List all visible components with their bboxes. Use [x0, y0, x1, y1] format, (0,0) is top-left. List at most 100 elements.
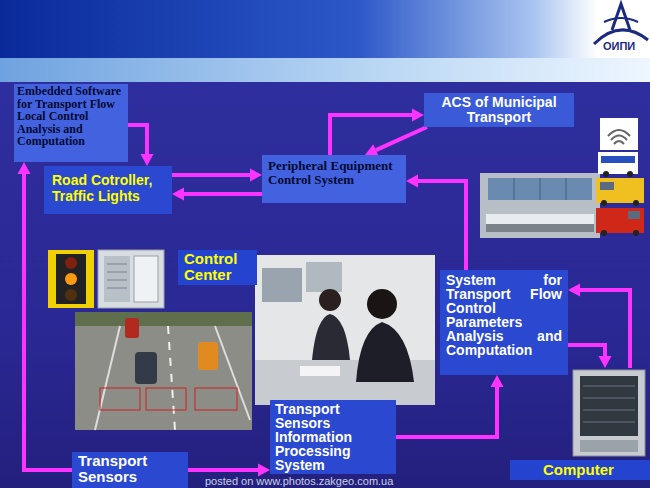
- node-text: Control Center: [184, 251, 251, 283]
- fire-truck-icon: [596, 208, 644, 236]
- ambulance-icon: [600, 182, 614, 190]
- ambulance-icon: [601, 200, 607, 206]
- arrow-head: [172, 188, 184, 201]
- computer-box: Computer: [510, 368, 650, 480]
- road-photo: [135, 352, 157, 384]
- ambulance-icon: [596, 178, 644, 203]
- traffic-light: [56, 254, 86, 304]
- controller-cabinet: [104, 256, 130, 302]
- bus-icon: [601, 156, 635, 163]
- flow-arrow: [365, 127, 427, 156]
- arrow-head: [491, 375, 504, 387]
- node-text: System for Transport Flow Control Parame…: [446, 273, 562, 357]
- office-photo: [312, 314, 350, 360]
- control-room-photo: [488, 178, 592, 200]
- traffic-light: [48, 250, 94, 308]
- office-photo: [300, 366, 340, 376]
- watermark: posted on www.photos.zakgeo.com.ua: [205, 475, 393, 488]
- radio-signal-icon: [600, 118, 638, 150]
- fire-truck-icon: [633, 230, 639, 236]
- arrow-line: [376, 127, 427, 150]
- road-photo: [168, 326, 175, 430]
- acs-box: ACS of Municipal Transport: [424, 93, 574, 127]
- control-room-photo: [486, 224, 594, 232]
- office-photo: [262, 268, 302, 302]
- center-label: Control Center: [178, 250, 257, 285]
- processing-box: Transport Sensors Information Processing…: [270, 400, 396, 474]
- road-photo: [125, 318, 139, 338]
- office-photo: [356, 322, 414, 382]
- radio-signal-icon: [600, 118, 638, 150]
- road-photo: [146, 388, 186, 410]
- arrow-head: [18, 162, 31, 174]
- node-text: ACS of Municipal Transport: [428, 95, 570, 125]
- header-bar: [0, 0, 650, 58]
- node-text: Transport Sensors: [78, 453, 182, 485]
- flow-arrow: [128, 125, 154, 166]
- arrow-head: [406, 175, 418, 188]
- arrow-head: [599, 356, 612, 368]
- control-room-photo: [486, 214, 594, 224]
- road-photo: [215, 326, 250, 420]
- analysis-box: System for Transport Flow Control Parame…: [440, 270, 568, 375]
- road-photo: [100, 388, 140, 410]
- arrow-line: [568, 345, 605, 356]
- controller-cabinet: [107, 264, 127, 288]
- office-photo: [255, 255, 435, 405]
- computer-rack: [580, 376, 638, 436]
- flow-arrow: [568, 284, 630, 369]
- node-text: Peripheral Equipment Control System: [268, 159, 400, 187]
- ambulance-icon: [596, 178, 644, 206]
- computer-rack: [583, 386, 635, 422]
- flow-arrow: [396, 375, 504, 437]
- road-photo: [195, 388, 237, 410]
- controller-box: Road Cotroller, Traffic Lights: [44, 166, 172, 214]
- arrow-line: [172, 173, 250, 177]
- sensors-box: Transport Sensors: [72, 452, 188, 488]
- flow-arrow: [406, 175, 466, 271]
- controller-cabinet: [98, 250, 164, 308]
- road-photo: [75, 312, 252, 430]
- radio-signal-icon: [608, 130, 630, 144]
- arrow-line: [24, 174, 72, 470]
- logo-text: ОИПИ: [603, 40, 635, 52]
- office-photo: [367, 289, 397, 319]
- arrow-line: [396, 387, 497, 437]
- node-text: Computer: [510, 460, 650, 480]
- traffic-light: [65, 257, 77, 269]
- fire-truck-icon: [628, 211, 640, 219]
- fire-truck-icon: [601, 230, 607, 236]
- logo-emblem: [594, 4, 648, 44]
- arrow-head: [412, 109, 424, 122]
- office-photo: [319, 289, 341, 311]
- header-band: [0, 58, 650, 82]
- traffic-light: [65, 289, 77, 301]
- computer-rack: [580, 440, 638, 452]
- road-photo: [95, 326, 120, 430]
- peripheral-box: Peripheral Equipment Control System: [262, 155, 406, 203]
- traffic-light: [48, 250, 94, 308]
- road-photo: [198, 342, 218, 370]
- arrow-line: [128, 125, 147, 154]
- traffic-light: [65, 273, 77, 285]
- arrow-head: [258, 464, 270, 477]
- bus-icon: [603, 171, 609, 177]
- arrow-head: [141, 154, 154, 166]
- controller-cabinet: [98, 250, 164, 308]
- control-room-photo: [514, 178, 566, 200]
- controller-cabinet: [134, 256, 158, 302]
- bus-icon: [598, 152, 638, 177]
- flow-arrow: [172, 188, 262, 201]
- ambulance-icon: [633, 200, 639, 206]
- bus-icon: [598, 152, 638, 174]
- node-text: Road Cotroller, Traffic Lights: [52, 172, 164, 204]
- flow-arrow: [172, 169, 262, 182]
- control-room-photo: [480, 173, 600, 238]
- flow-arrow: [568, 345, 612, 368]
- arrow-line: [580, 290, 630, 368]
- node-text: Embedded Software for Transport Flow Loc…: [17, 85, 125, 148]
- arrow-line: [418, 181, 466, 270]
- road-photo: [75, 312, 252, 326]
- arrow-head: [568, 284, 580, 297]
